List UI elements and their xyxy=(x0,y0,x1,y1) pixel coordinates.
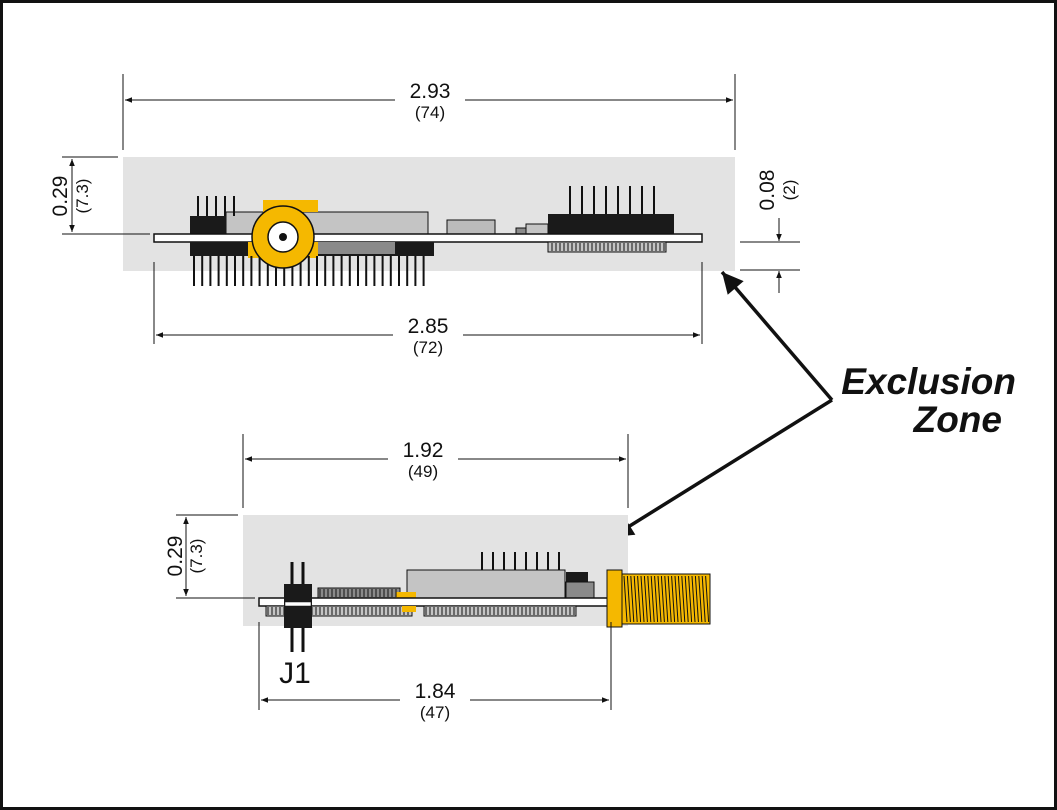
top-left-header-pins xyxy=(197,196,235,216)
decor-line xyxy=(705,575,710,623)
decor-line xyxy=(671,575,676,623)
top-width-metric: (74) xyxy=(415,103,445,122)
antenna-connector-pin-icon xyxy=(279,233,287,241)
decor-line xyxy=(660,575,665,623)
top-height-value: 0.29 xyxy=(49,176,72,217)
callout-arrow-top xyxy=(720,270,834,402)
decor-line xyxy=(633,575,638,623)
callout-arrow-bottom xyxy=(611,398,833,539)
top-board-length-value: 2.85 xyxy=(408,315,449,338)
top-bottom-chip xyxy=(300,242,395,254)
decor-line xyxy=(640,575,645,623)
j1-header xyxy=(284,562,312,652)
decor-line xyxy=(691,575,696,623)
top-board-length-metric: (72) xyxy=(413,338,443,357)
bottom-board-length-value: 1.84 xyxy=(415,680,456,703)
decor-line xyxy=(647,575,652,623)
top-bottom-right-connector-teeth xyxy=(551,243,665,251)
top-side-part xyxy=(525,223,549,235)
sma-antenna-connector-icon xyxy=(606,569,711,628)
top-width-value: 2.93 xyxy=(410,80,451,103)
bottom-view: J1 1.92 (49) 0.29 (7.3) 1.84 (47) xyxy=(164,434,711,722)
callout-line-1: Exclusion xyxy=(841,361,1016,402)
bottom-shield-component xyxy=(406,569,566,599)
bottom-small-part xyxy=(565,581,595,599)
bottom-width-metric: (49) xyxy=(408,462,438,481)
decor-line xyxy=(684,575,689,623)
top-right-header-pins xyxy=(569,186,655,214)
decor-line xyxy=(637,575,642,623)
exclusion-zone-callout: Exclusion Zone xyxy=(611,270,1016,539)
callout-line-2: Zone xyxy=(913,399,1002,440)
bottom-height-value: 0.29 xyxy=(164,536,187,577)
decor-line xyxy=(688,575,693,623)
bottom-height-metric: (7.3) xyxy=(187,539,206,574)
decor-line xyxy=(643,575,648,623)
top-left-header-body xyxy=(190,216,226,234)
bottom-header-pins xyxy=(481,552,560,570)
decor-line xyxy=(677,575,682,623)
top-thickness-metric: (2) xyxy=(780,180,799,201)
decor-line xyxy=(664,575,669,623)
bottom-under-connector-right xyxy=(423,605,577,617)
decor-line xyxy=(626,575,631,623)
top-bottom-header-pins xyxy=(193,256,425,286)
decor-line xyxy=(657,575,662,623)
decor-line xyxy=(674,575,679,623)
decor-line xyxy=(694,575,699,623)
bottom-gold-under xyxy=(402,606,416,612)
decor-line xyxy=(667,575,672,623)
bottom-small-dark-part xyxy=(566,572,588,582)
decor-line xyxy=(698,575,703,623)
decor-line xyxy=(701,575,706,623)
top-view: 2.93 (74) 0.29 (7.3) 0.08 (2) 2.85 (72) xyxy=(49,74,800,357)
bottom-gold-mark xyxy=(396,592,416,598)
top-height-metric: (7.3) xyxy=(73,179,92,214)
top-thickness-value: 0.08 xyxy=(756,170,779,211)
decor-line xyxy=(650,575,655,623)
bottom-board-length-metric: (47) xyxy=(420,703,450,722)
top-right-header-body xyxy=(548,214,674,234)
j1-label: J1 xyxy=(279,657,311,690)
top-pcb-board xyxy=(153,233,703,243)
decor-line xyxy=(630,575,635,623)
bottom-width-value: 1.92 xyxy=(403,439,444,462)
top-bottom-right-connector xyxy=(547,241,667,253)
decor-line xyxy=(681,575,686,623)
decor-line xyxy=(654,575,659,623)
top-small-connector xyxy=(446,219,496,235)
decor-line xyxy=(623,575,628,623)
